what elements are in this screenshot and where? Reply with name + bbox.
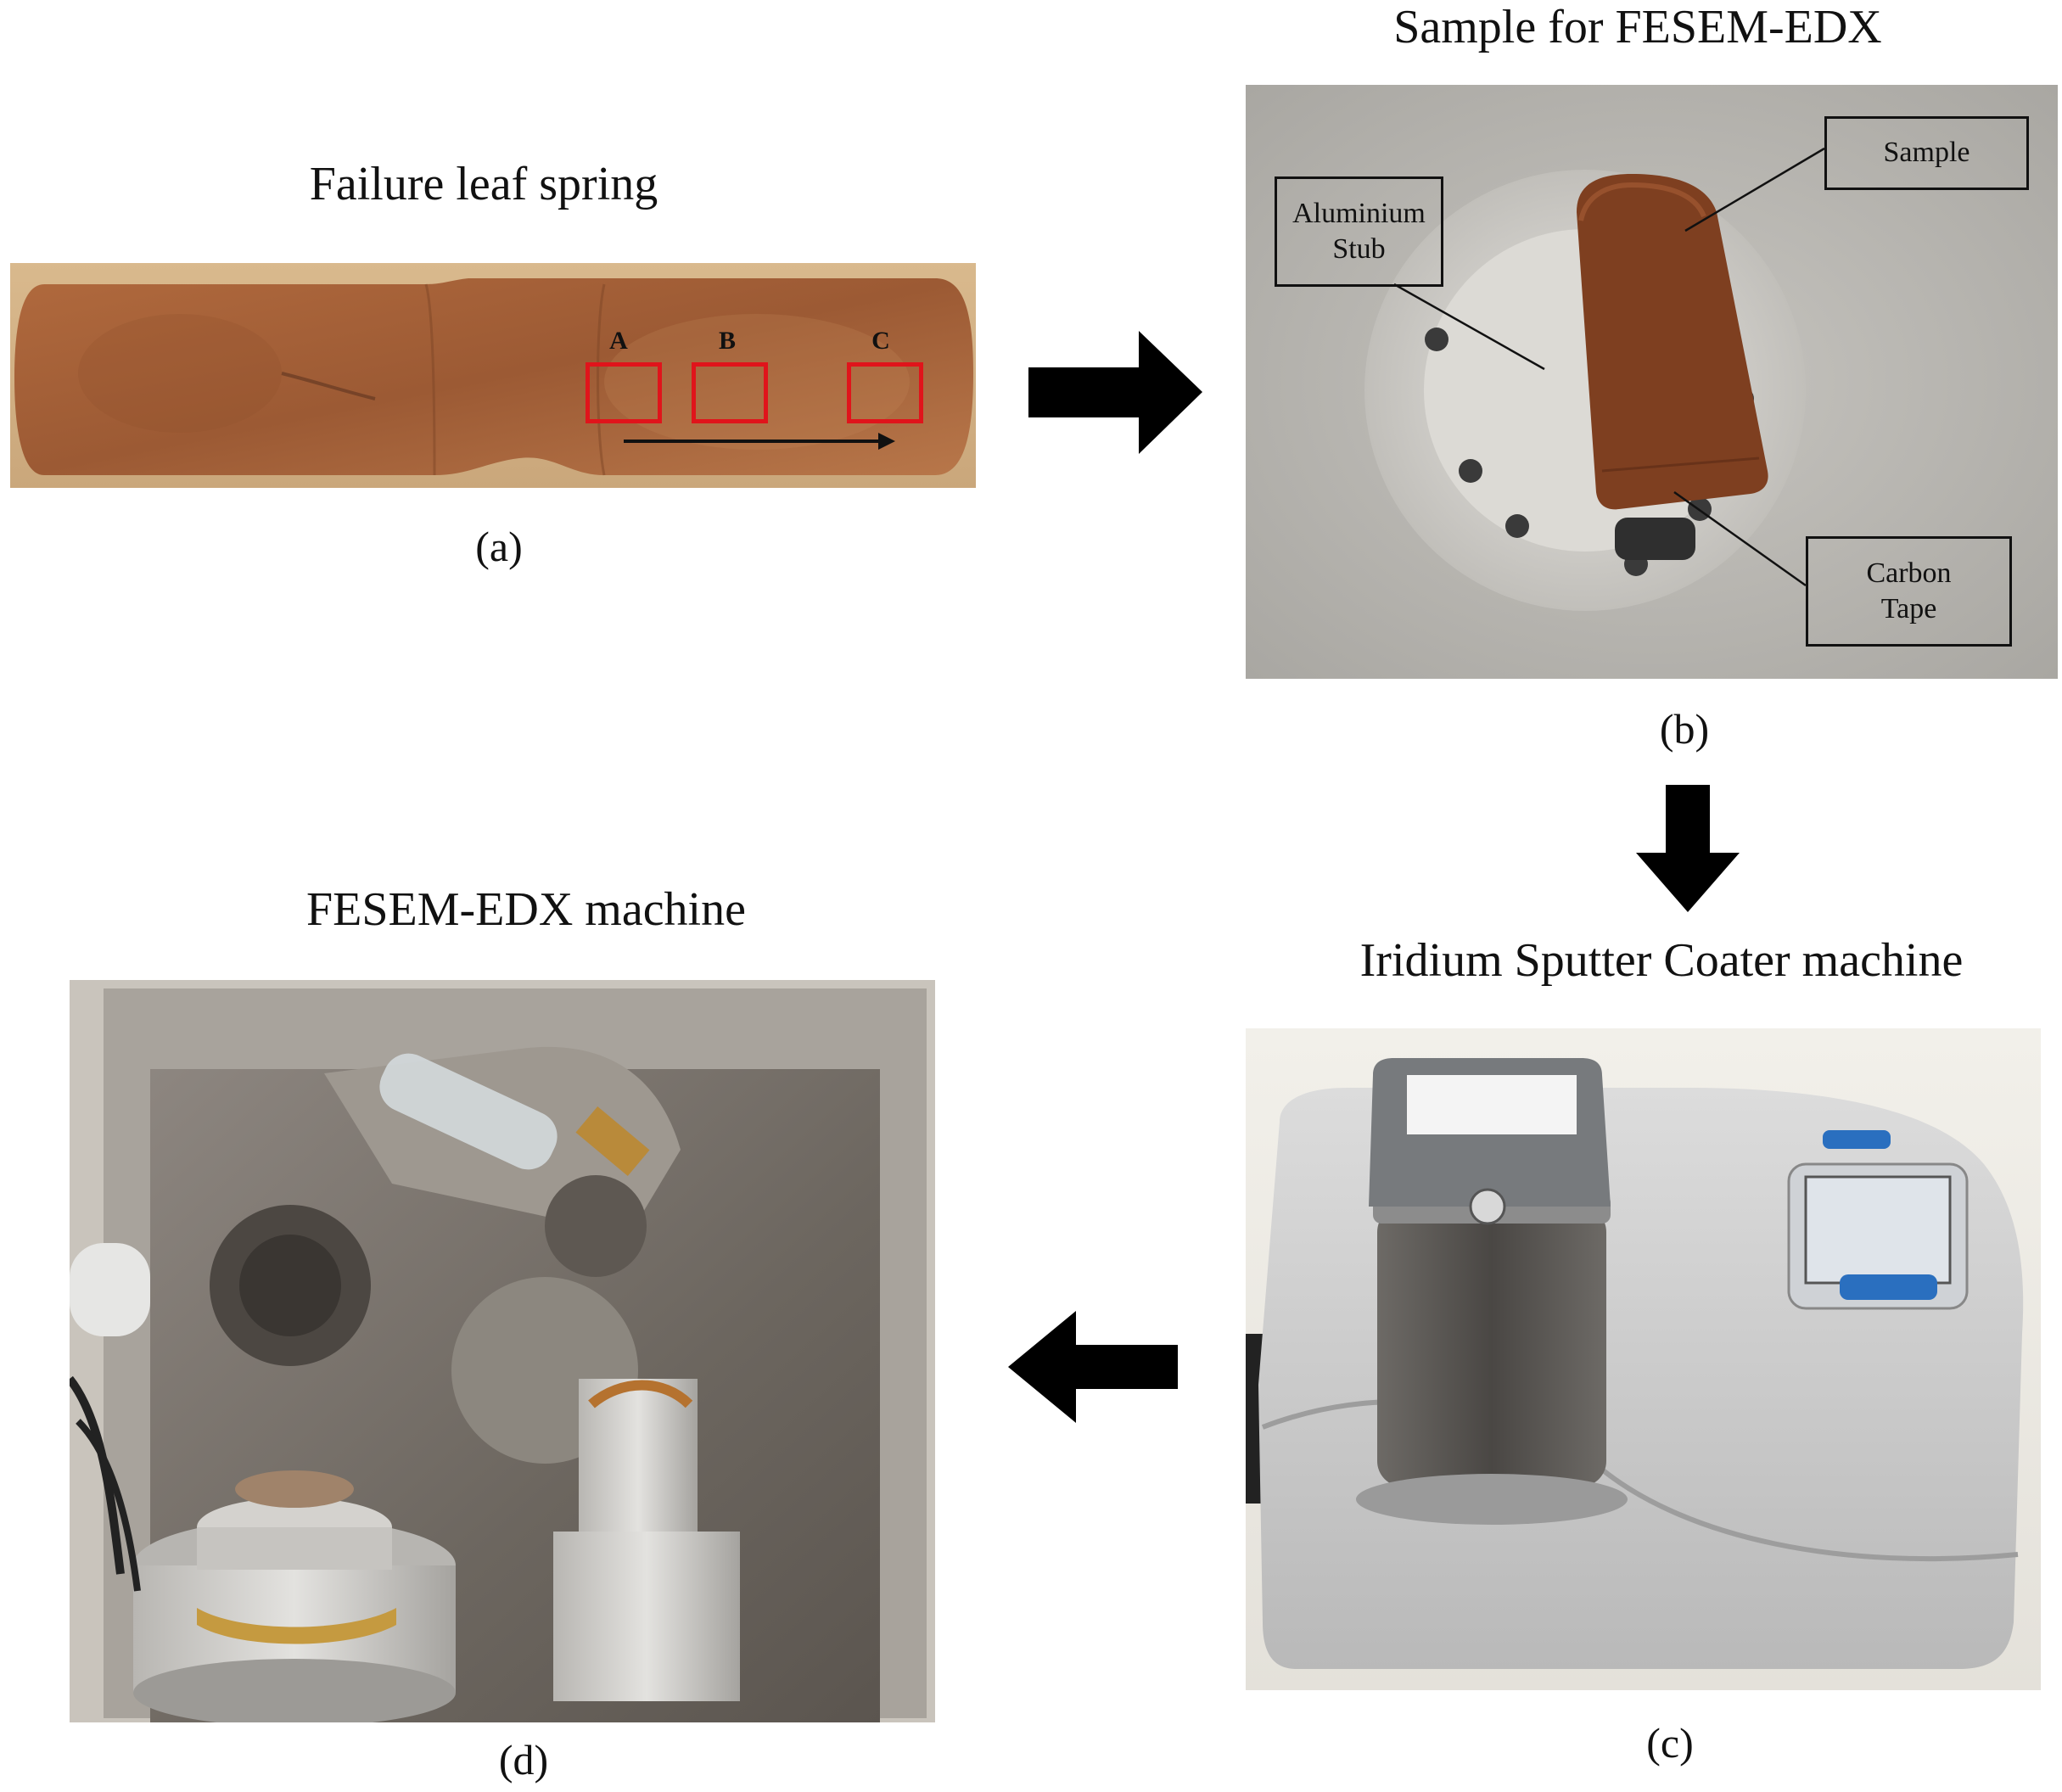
aluminium-stub-line2: Stub [1332,233,1386,265]
panel-c-title: Iridium Sputter Coater machine [1359,934,1964,987]
panel-b-title: Sample for FESEM-EDX [1393,1,1882,53]
carbon-tape-line1: Carbon [1866,557,1952,589]
fesem-machine-photo [70,980,935,1722]
panel-d-title: FESEM-EDX machine [306,883,746,936]
panel-d-caption: (d) [498,1736,549,1784]
carbon-tape-line2: Tape [1880,593,1937,624]
flow-arrow-left-icon [1008,1311,1178,1423]
flow-arrow-right-icon [1028,331,1202,454]
panel-c-caption: (c) [1646,1719,1694,1767]
panel-b-caption: (b) [1659,705,1710,753]
sputter-coater-photo [1246,1028,2041,1690]
aluminium-stub-callout: Aluminium Stub [1275,176,1443,287]
sample-callout: Sample [1824,116,2029,190]
zone-a-box [586,362,662,423]
sputter-coater-image [1246,1028,2041,1690]
carbon-tape-callout: Carbon Tape [1806,536,2012,647]
sample-callout-text: Sample [1883,137,1970,169]
panel-a-caption: (a) [475,523,523,570]
panel-a-title: Failure leaf spring [309,158,658,210]
leaf-spring-image [10,263,976,488]
flow-arrow-down-icon [1636,785,1740,912]
leaf-spring-photo [10,263,976,488]
sample-stub-image [1246,85,2058,679]
zone-b-label: B [718,327,737,355]
aluminium-stub-line1: Aluminium [1292,197,1426,229]
zone-c-box [847,362,923,423]
zone-b-box [692,362,768,423]
fesem-machine-image [70,980,935,1722]
measurement-direction-arrow [624,433,895,450]
zone-a-label: A [609,327,628,355]
zone-c-label: C [871,327,890,355]
sample-stub-photo [1246,85,2058,679]
